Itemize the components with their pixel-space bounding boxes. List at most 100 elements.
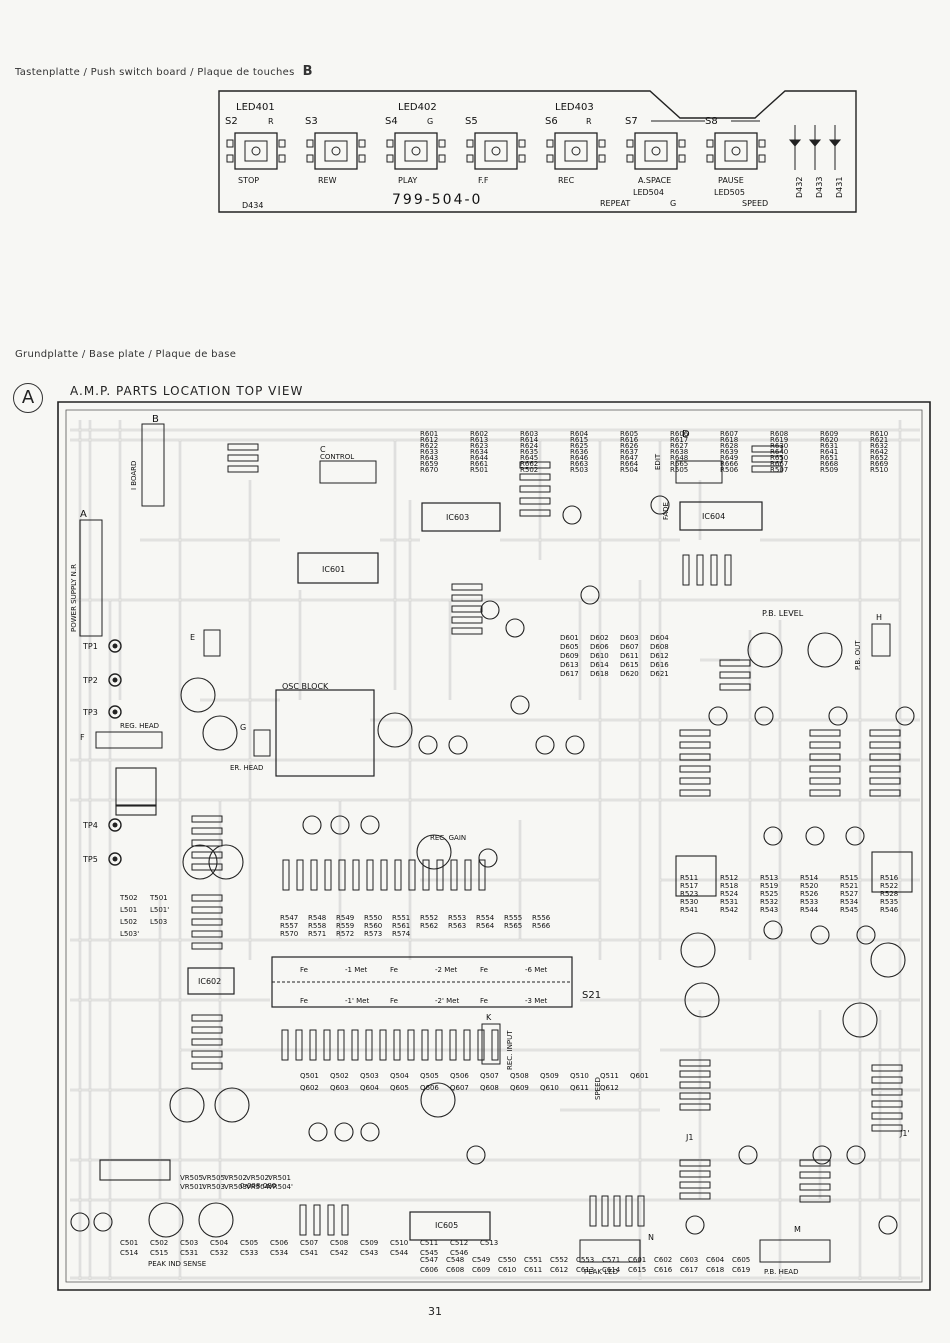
diode-label: D608 [650, 643, 669, 651]
resistor-label: R649 [720, 454, 738, 462]
switch-label: S7 [625, 116, 638, 127]
transistor-label: Q602 [300, 1084, 319, 1092]
transistor-label: Q609 [510, 1084, 529, 1092]
resistor-label: R608 [770, 430, 788, 438]
resistor-label: R511 [680, 874, 698, 882]
resistor-label: R628 [720, 442, 738, 450]
base-plate-caption: Grundplatte / Base plate / Plaque de bas… [15, 349, 237, 360]
resistor-label: R650 [770, 454, 788, 462]
resistor-label: R645 [520, 454, 538, 462]
resistor-label: R505 [670, 466, 688, 474]
resistor-label: R514 [800, 874, 819, 882]
transistor-label: Q507 [480, 1072, 499, 1080]
ic601: IC601 [297, 552, 379, 584]
diode-label: D602 [590, 634, 609, 642]
coil-label: L503' [120, 930, 139, 938]
connector-m: M P.B. HEAD [759, 1225, 831, 1276]
switch-label: S3 [305, 116, 318, 127]
capacitor-label: C553 [576, 1256, 594, 1264]
resistor-label: R617 [670, 436, 688, 444]
resistor-label: R516 [880, 874, 899, 882]
transistor-label: Q610 [540, 1084, 559, 1092]
capacitor-label: C541 [300, 1249, 318, 1257]
s21-legend-text: -2 Met [435, 966, 458, 974]
resistor-label: R517 [680, 882, 698, 890]
capacitor-label: C532 [210, 1249, 228, 1257]
led401-r-label: R [268, 117, 274, 126]
capacitor-label: C512 [450, 1239, 468, 1247]
resistor-label: R637 [620, 448, 638, 456]
resistor-label: R533 [800, 898, 818, 906]
resistor-label: R535 [880, 898, 898, 906]
connector-b: B I BOARD [130, 414, 165, 507]
resistor-label: R601 [420, 430, 438, 438]
resistor-label: R669 [870, 460, 888, 468]
connector-e: E [190, 629, 221, 657]
resistor-label: R641 [820, 448, 838, 456]
pb-head-label: P.B. HEAD [764, 1268, 798, 1276]
capacitor-label: C611 [524, 1266, 542, 1274]
push-board-caption: Tastenplatte / Push switch board / Plaqu… [15, 64, 313, 79]
vr-label: VR502 [224, 1174, 247, 1182]
resistor-label: R625 [570, 442, 588, 450]
d433-label: D433 [815, 177, 824, 198]
resistor-label: R619 [770, 436, 788, 444]
capacitor-label: C542 [330, 1249, 348, 1257]
vr-label: VR502' [246, 1174, 271, 1182]
resistor-label: R607 [720, 430, 738, 438]
button-function-label: STOP [238, 176, 259, 185]
vr-label: VR504' [268, 1183, 293, 1191]
capacitor-label: C509 [360, 1239, 378, 1247]
resistor-label: R662 [520, 460, 538, 468]
push-switch-board: S2STOPS3REWS4PLAYS5F.FS6RECS7A.SPACES8PA… [218, 90, 857, 213]
control-label: CONTROL [320, 453, 354, 461]
resistor-label: R512 [720, 874, 738, 882]
osc-block-label: OSC BLOCK [282, 682, 329, 691]
resistor-label: R504 [620, 466, 639, 474]
connector-a: A POWER SUPPLY N.R [70, 509, 103, 637]
connector-g: G ER. HEAD [230, 723, 271, 772]
resistor-label: R509 [820, 466, 838, 474]
diode-label: D616 [650, 661, 669, 669]
resistor-label: R632 [870, 442, 888, 450]
resistor-label: R518 [720, 882, 738, 890]
resistor-label: R527 [840, 890, 858, 898]
diode-label: D615 [620, 661, 639, 669]
test-point-2: TP2 [82, 673, 122, 687]
capacitor-label: C602 [654, 1256, 672, 1264]
resistor-label: R524 [720, 890, 739, 898]
coil-label: L501 [120, 906, 137, 914]
led402-g-label: G [427, 117, 433, 126]
ic604: IC604 [679, 501, 763, 531]
i-board-label: I BOARD [130, 461, 138, 490]
resistor-label: R613 [470, 436, 488, 444]
resistor-label: R627 [670, 442, 688, 450]
led402-label: LED402 [398, 102, 437, 113]
capacitor-label: C552 [550, 1256, 568, 1264]
transistor-label: Q611 [570, 1084, 589, 1092]
transistor-label: Q506 [450, 1072, 469, 1080]
vr-label: VR501' [180, 1183, 205, 1191]
diode-label: D606 [590, 643, 609, 651]
connector-h-label: H [876, 613, 882, 622]
s21-legend-text: Fe [300, 997, 308, 1005]
resistor-label: R554 [476, 914, 495, 922]
ic602: IC602 [187, 967, 235, 995]
power-supply-label: POWER SUPPLY N.R [70, 564, 78, 632]
resistor-label: R520 [800, 882, 818, 890]
vr-label: VR503' [224, 1183, 249, 1191]
push-buttons: S2STOPS3REWS4PLAYS5F.FS6RECS7A.SPACES8PA… [225, 116, 766, 185]
resistor-label: R610 [870, 430, 888, 438]
resistor-label: R635 [520, 448, 538, 456]
push-board-letter: B [302, 64, 313, 79]
test-point-label: TP3 [82, 708, 98, 717]
pb-level-label: P.B. LEVEL [762, 609, 804, 618]
switch-label: S5 [465, 116, 478, 127]
resistor-label: R620 [820, 436, 838, 444]
peak-ind-sense-label: PEAK IND SENSE [148, 1260, 206, 1268]
capacitor-label: C547 [420, 1256, 438, 1264]
resistor-label: R623 [470, 442, 488, 450]
